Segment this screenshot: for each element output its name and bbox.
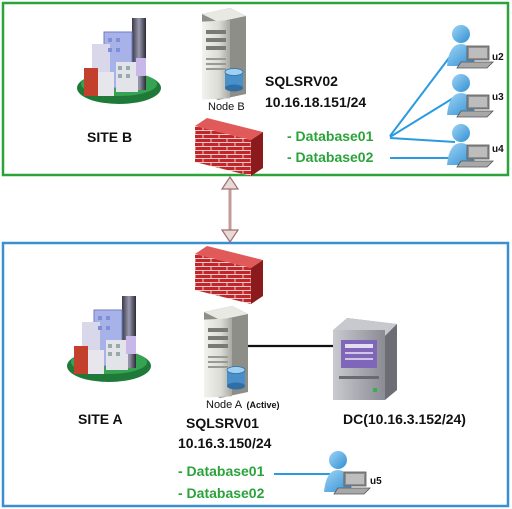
site-b-server-icon [201, 7, 247, 101]
user-u5-label: u5 [370, 476, 382, 487]
site-a-node-caption: Node A (Active) [206, 399, 280, 411]
site-a-server-name: SQLSRV01 [186, 415, 259, 431]
site-b-title: SITE B [87, 129, 132, 145]
site-a-node-status: (Active) [247, 400, 280, 410]
site-b-user-links [389, 49, 456, 159]
user-u4-label: u4 [492, 144, 504, 155]
site-a-node-label: Node A [206, 399, 243, 411]
site-a-server-icon [203, 305, 249, 399]
site-a-title: SITE A [78, 411, 123, 427]
user-u3-label: u3 [492, 92, 504, 103]
site-a-database-1: - Database01 [178, 463, 265, 479]
site-b-database-2: - Database02 [287, 149, 374, 165]
user-u2-label: u2 [492, 52, 504, 63]
inter-site-arrow [220, 175, 240, 244]
site-b-database-1: - Database01 [287, 128, 374, 144]
site-a-database-2: - Database02 [178, 485, 265, 501]
site-b-server-ip: 10.16.18.151/24 [265, 94, 366, 110]
site-b-node-label: Node B [208, 101, 245, 113]
dc-label: DC(10.16.3.152/24) [343, 411, 466, 427]
site-a-server-ip: 10.16.3.150/24 [178, 435, 272, 451]
site-b-server-name: SQLSRV02 [265, 73, 338, 89]
dc-server-icon [333, 318, 397, 400]
